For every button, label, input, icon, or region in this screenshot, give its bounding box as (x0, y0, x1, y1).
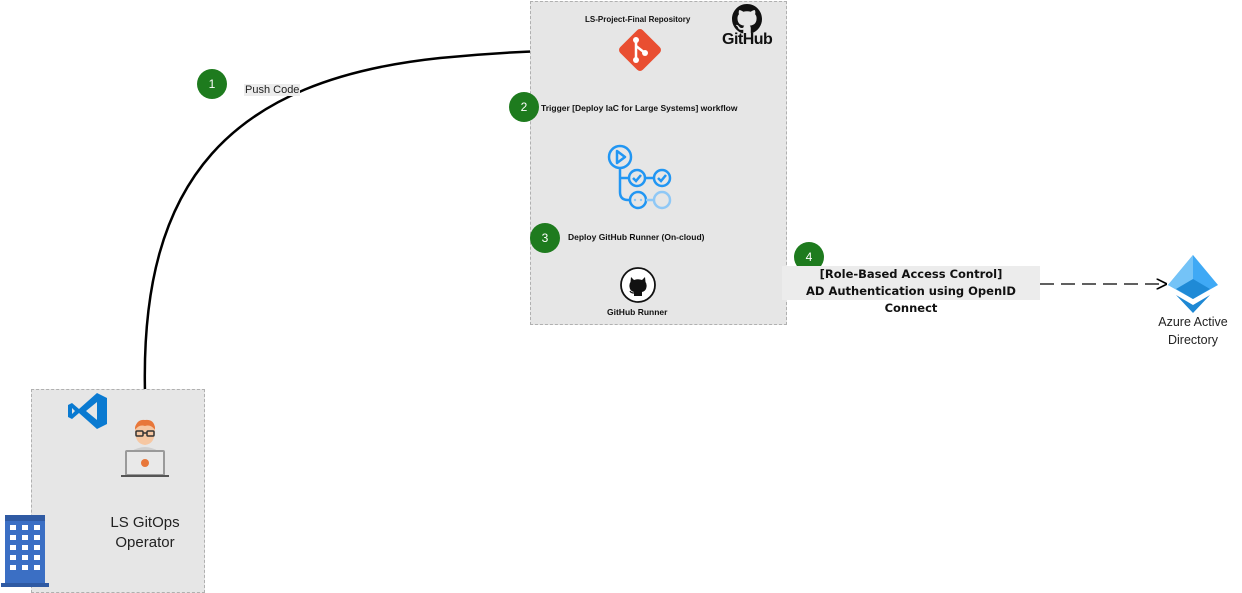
operator-label: LS GitOps Operator (100, 513, 190, 553)
azure-label-line2: Directory (1167, 333, 1218, 347)
auth-label: [Role-Based Access Control] AD Authentic… (782, 266, 1040, 315)
azure-ad-icon (1168, 255, 1218, 313)
step-2-badge: 2 (509, 92, 539, 122)
github-runner-icon (620, 267, 656, 303)
github-logo: GitHub (720, 4, 775, 48)
repo-title: LS-Project-Final Repository (585, 15, 691, 24)
operator-label-line1: LS GitOps (110, 514, 180, 531)
workflow-icon (607, 144, 672, 210)
auth-label-line2: AD Authentication using OpenID Connect (806, 284, 1016, 315)
step-1-badge: 1 (197, 69, 227, 99)
operator-panel (31, 389, 205, 593)
git-icon (619, 29, 661, 71)
push-code-label: Push Code (244, 84, 301, 96)
auth-label-line1: [Role-Based Access Control] (819, 267, 1003, 281)
operator-label-line2: Operator (115, 534, 175, 551)
developer-icon (121, 419, 169, 477)
deploy-label: Deploy GitHub Runner (On-cloud) (568, 232, 705, 242)
github-logo-icon (732, 4, 762, 34)
office-building-icon (1, 515, 49, 587)
github-panel (530, 1, 787, 325)
vscode-icon (68, 393, 107, 429)
azure-label: Azure Active Directory (1145, 313, 1241, 349)
azure-label-line1: Azure Active (1158, 315, 1228, 329)
step-3-badge: 3 (530, 223, 560, 253)
trigger-label: Trigger [Deploy IaC for Large Systems] w… (541, 103, 738, 113)
runner-label: GitHub Runner (607, 307, 668, 317)
github-brand-text: GitHub (722, 31, 773, 48)
